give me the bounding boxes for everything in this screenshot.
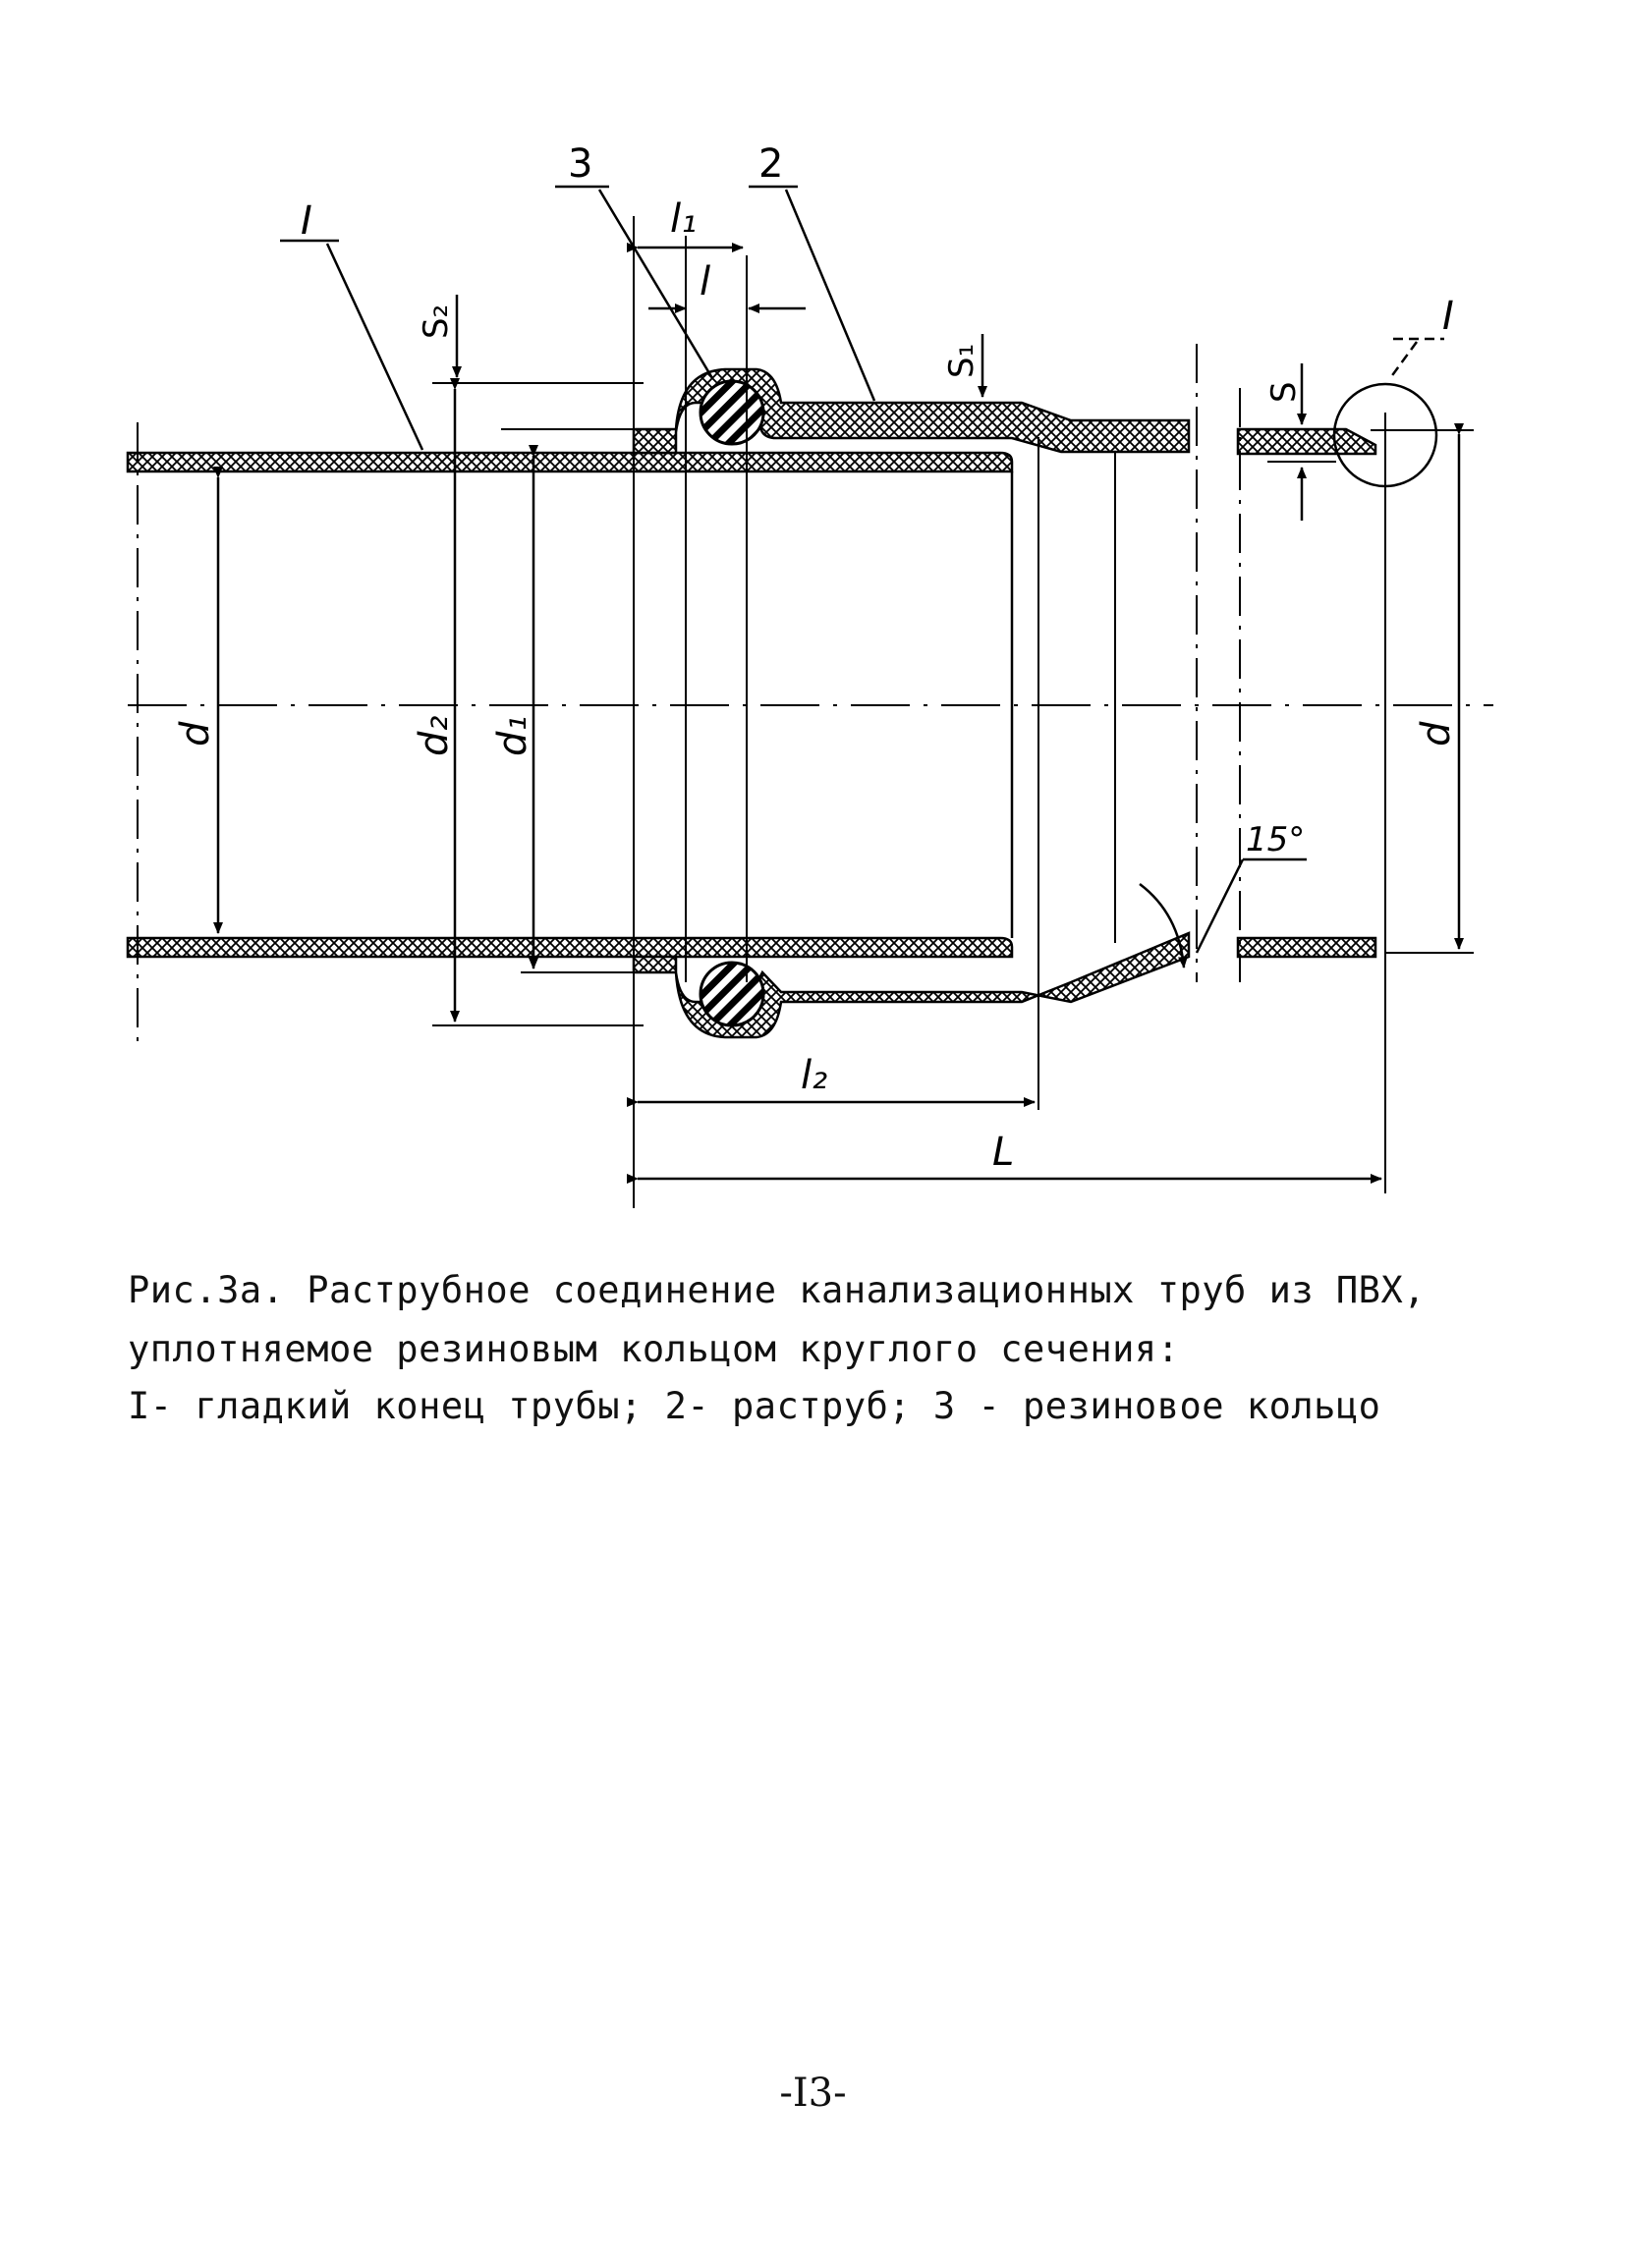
dim-l-label: l (700, 259, 710, 304)
pipe-wall-bottom (126, 936, 1014, 959)
dim-s2-label: S₂ (417, 304, 456, 339)
callout-2: 2 (758, 141, 783, 187)
rubber-ring-top (699, 379, 765, 446)
socket-wall-bottom (632, 931, 1191, 1039)
dim-d1-label: d₁ (490, 716, 535, 756)
caption-line-2: уплотняемое резиновым кольцом круглого с… (128, 1328, 1180, 1370)
detail-circle (1332, 382, 1438, 488)
dim-s-label: S (1264, 381, 1304, 403)
dim-d-left-label: d (173, 721, 218, 747)
dim-d-right-label: d (1414, 721, 1459, 747)
caption-line-3: I- гладкий конец трубы; 2- раструб; 3 - … (128, 1385, 1381, 1427)
page-number: -I3- (779, 2071, 847, 2116)
dim-l2-label: l₂ (801, 1053, 827, 1098)
callout-detail: I (1442, 294, 1454, 339)
angle-label: 15° (1246, 820, 1305, 859)
pipe-joint-drawing: I 3 2 I l₁ l S₂ S₁ S d d₂ d₁ d l₂ L 15° (126, 141, 1493, 1208)
caption-line-1: Рис.3а. Раструбное соединение канализаци… (128, 1269, 1427, 1311)
callout-1: I (301, 198, 312, 244)
pipe-wall-top (126, 451, 1014, 473)
dim-L-label: L (992, 1130, 1014, 1175)
rubber-ring-bottom (699, 961, 765, 1027)
pipe-right-bottom (1236, 936, 1377, 959)
dim-l1-label: l₁ (670, 196, 697, 242)
pipe-right-top (1236, 427, 1377, 456)
callout-3: 3 (568, 141, 592, 187)
angle-arc (1139, 883, 1188, 968)
dim-d2-label: d₂ (412, 716, 457, 756)
dim-s1-label: S₁ (942, 344, 981, 378)
